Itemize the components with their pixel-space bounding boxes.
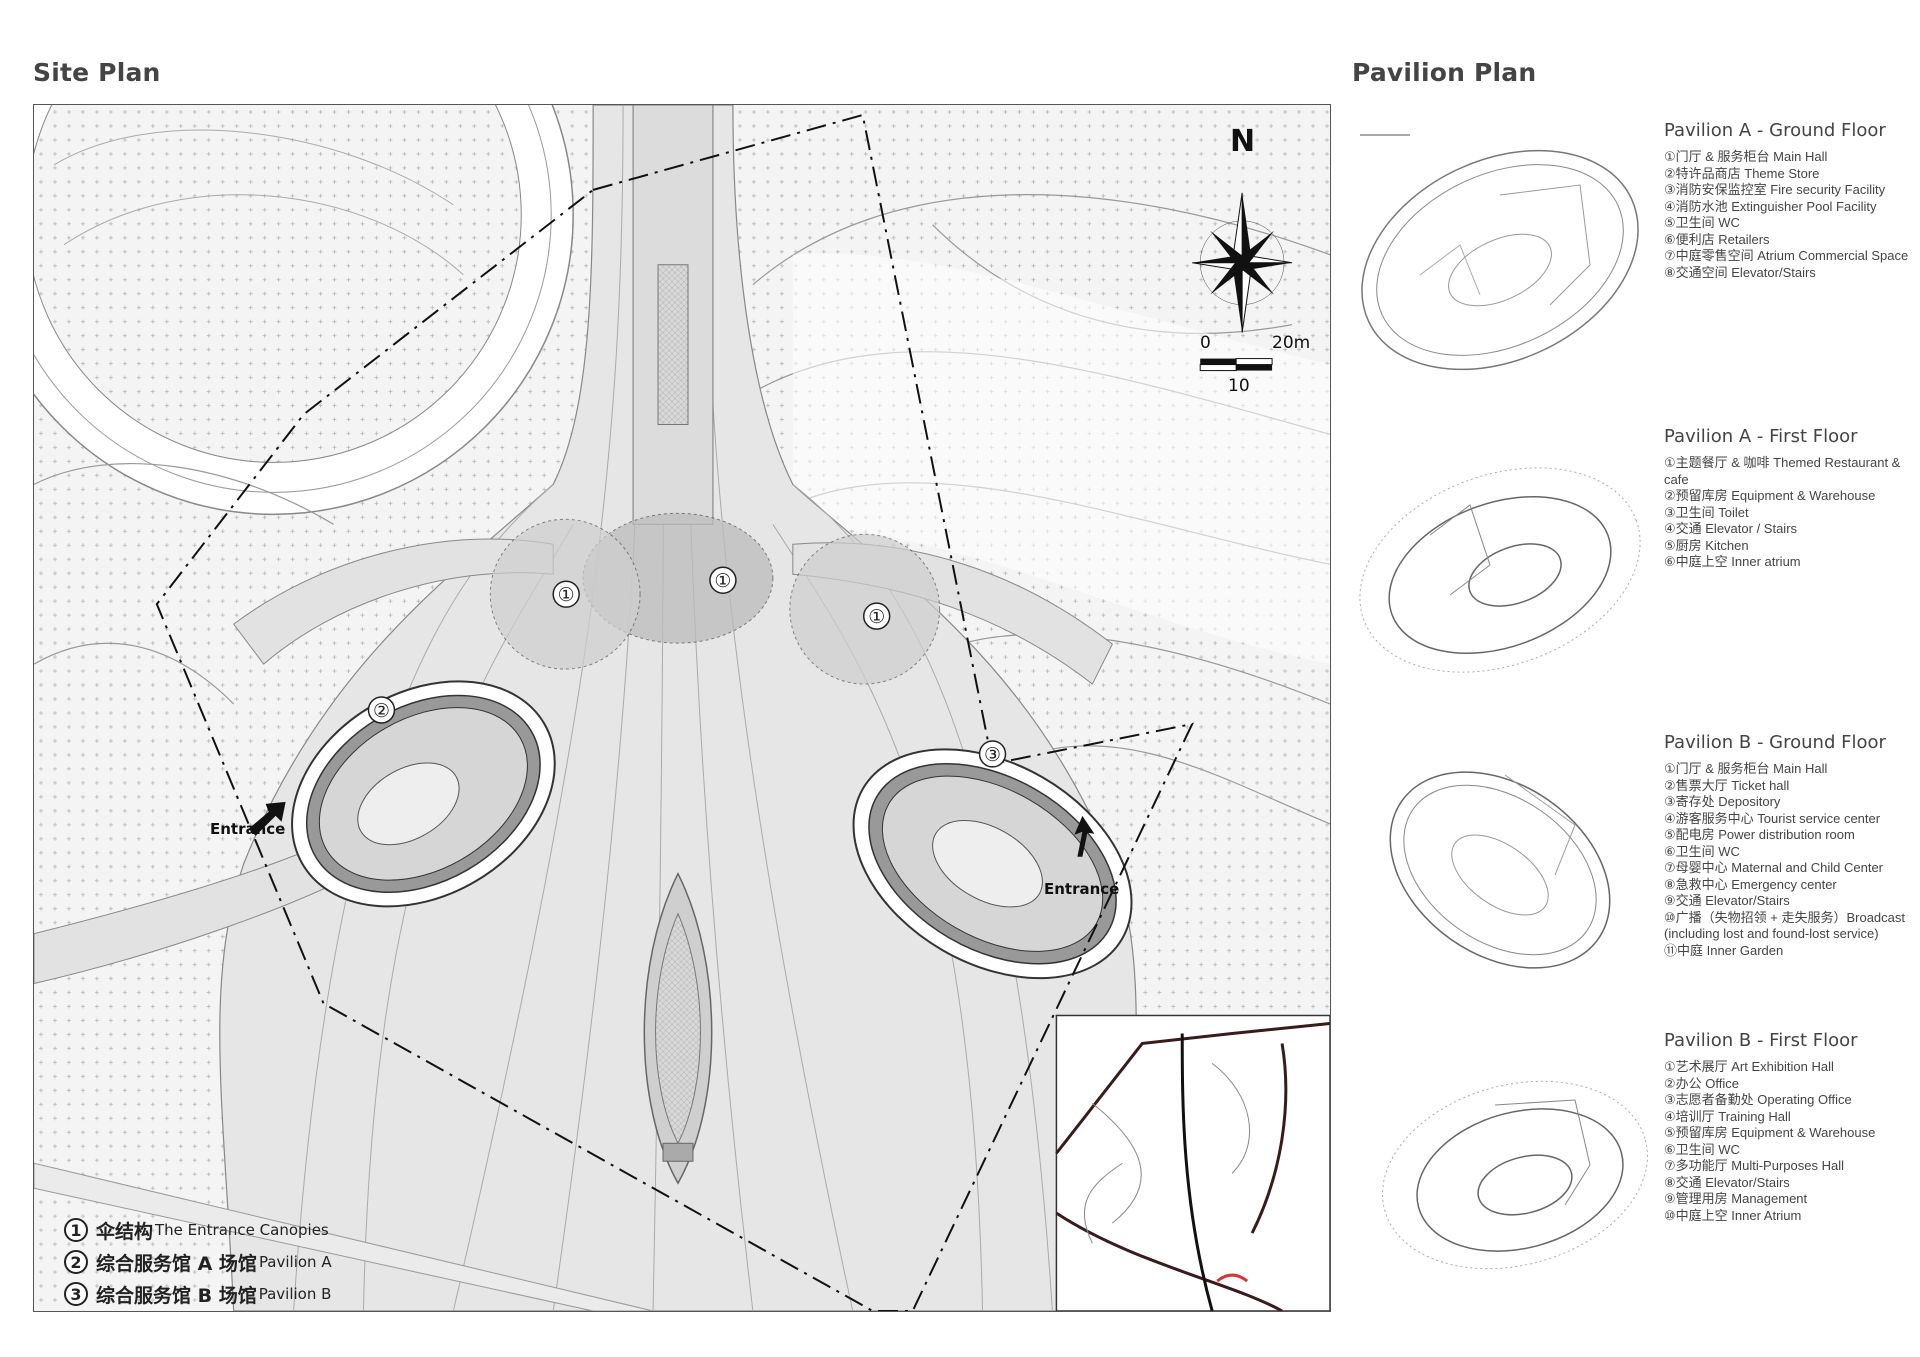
- stadium-circle: [34, 105, 574, 515]
- plan-item: ⑥便利店 Retailers: [1664, 231, 1770, 247]
- plan-item: ②办公 Office: [1664, 1075, 1739, 1091]
- legend-number: 3: [64, 1282, 88, 1306]
- plan-a-ground-drawing: [1360, 134, 1639, 371]
- legend-english: The Entrance Canopies: [155, 1221, 329, 1239]
- legend-chinese: 综合服务馆 A 场馆: [96, 1252, 257, 1275]
- plan-b-ground-drawing: [1389, 771, 1611, 969]
- plan-a-first-legend: Pavilion A - First Floor ①主题餐厅 & 咖啡 Them…: [1664, 426, 1914, 571]
- plan-item: ③志愿者备勤处 Operating Office: [1664, 1092, 1852, 1107]
- entrance-arrow-left-icon: [248, 801, 286, 836]
- pavilion-a-marker: [367, 696, 396, 724]
- canopy-marker-right: [862, 602, 891, 630]
- plan-item: ⑧急救中心 Emergency center: [1664, 876, 1837, 892]
- plan-item: ⑪中庭 Inner Garden: [1664, 942, 1784, 958]
- park-lawn: [792, 253, 1330, 665]
- plan-item: ④培训厅 Training Hall: [1664, 1108, 1791, 1124]
- plan-item: ④交通 Elevator / Stairs: [1664, 521, 1798, 536]
- plan-item: ②特许品商店 Theme Store: [1664, 165, 1820, 181]
- canopy-marker-right-text: ①: [868, 607, 885, 628]
- plan-item: ⑤厨房 Kitchen: [1664, 537, 1749, 553]
- plan-a-ground-legend: Pavilion A - Ground Floor ①门厅 & 服务柜台 Mai…: [1664, 120, 1914, 281]
- plan-item: ⑥中庭上空 Inner atrium: [1664, 554, 1801, 569]
- canopy-marker-left-text: ①: [558, 585, 575, 606]
- plan-item: ⑨管理用房 Management: [1664, 1191, 1808, 1206]
- scale-label-zero: 0: [1200, 333, 1211, 353]
- entrance-canopies: [489, 512, 941, 685]
- scale-bar: [1199, 358, 1273, 372]
- plan-item: ①艺术展厅 Art Exhibition Hall: [1664, 1059, 1834, 1074]
- entrance-arrow-right-icon: [1074, 815, 1095, 857]
- pavilion-b-marker: [978, 740, 1007, 768]
- pavilion-plan-title: Pavilion Plan: [1352, 58, 1537, 87]
- plan-item: ⑩中庭上空 Inner Atrium: [1664, 1207, 1802, 1223]
- plan-item: ③消防安保监控室 Fire security Facility: [1664, 182, 1886, 197]
- plan-item: ⑦多功能厅 Multi-Purposes Hall: [1664, 1158, 1844, 1173]
- legend-number: 1: [64, 1218, 88, 1242]
- pavilion-b: [852, 748, 1133, 980]
- plan-title: Pavilion A - First Floor: [1664, 426, 1858, 447]
- site-boundary: [155, 113, 1194, 1311]
- site-plan-map: ① ① ① ② ③: [33, 104, 1331, 1312]
- legend-row: 1 伞结构 The Entrance Canopies: [64, 1214, 332, 1246]
- elevated-bridge: [632, 105, 714, 525]
- plan-item: ②预留库房 Equipment & Warehouse: [1664, 488, 1876, 503]
- north-label: N: [1230, 124, 1256, 159]
- pavilion-a: [291, 680, 556, 908]
- canopy-marker-left: [552, 580, 580, 608]
- plan-item: ①主题餐厅 & 咖啡 Themed Restaurant & cafe: [1664, 455, 1901, 487]
- plan-b-ground-legend: Pavilion B - Ground Floor ①门厅 & 服务柜台 Mai…: [1664, 732, 1914, 959]
- site-plan-title: Site Plan: [33, 58, 161, 87]
- plan-item: ⑧交通 Elevator/Stairs: [1664, 1174, 1790, 1190]
- scale-label-mid: 10: [1228, 376, 1250, 396]
- plan-item: ④游客服务中心 Tourist service center: [1664, 810, 1881, 826]
- plan-title: Pavilion A - Ground Floor: [1664, 120, 1886, 141]
- canopy-marker-center-text: ①: [714, 571, 731, 592]
- plan-title: Pavilion B - Ground Floor: [1664, 732, 1886, 753]
- entrance-label-right: Entrance: [1044, 880, 1120, 898]
- plan-item: ①门厅 & 服务柜台 Main Hall: [1664, 761, 1828, 776]
- site-legend: 1 伞结构 The Entrance Canopies 2 综合服务馆 A 场馆…: [64, 1214, 332, 1310]
- central-lens-island: [643, 872, 713, 1185]
- site-plan-drawing: ① ① ① ② ③: [34, 105, 1330, 1311]
- plan-item: ⑩广播（失物招领 + 走失服务）Broadcast (including los…: [1664, 909, 1906, 942]
- plan-item: ⑤预留库房 Equipment & Warehouse: [1664, 1125, 1876, 1140]
- plan-a-first-drawing: [1359, 467, 1641, 673]
- plan-item: ⑤卫生间 WC: [1664, 215, 1740, 230]
- plan-item: ⑧交通空间 Elevator/Stairs: [1664, 264, 1816, 280]
- plan-item: ⑥卫生间 WC: [1664, 843, 1740, 859]
- plan-item: ⑤配电房 Power distribution room: [1664, 827, 1855, 842]
- plan-b-first-drawing: [1382, 1080, 1648, 1270]
- pavilion-a-marker-text: ②: [373, 701, 390, 722]
- plan-item: ④消防水池 Extinguisher Pool Facility: [1664, 198, 1877, 214]
- legend-number: 2: [64, 1250, 88, 1274]
- plan-item: ⑦中庭零售空间 Atrium Commercial Space: [1664, 248, 1909, 263]
- pavilion-b-marker-text: ③: [984, 745, 1001, 766]
- inset-location-map: [1055, 1014, 1330, 1311]
- legend-chinese: 综合服务馆 B 场馆: [96, 1284, 257, 1307]
- bottom-road: [34, 1162, 654, 1311]
- plan-item: ①门厅 & 服务柜台 Main Hall: [1664, 149, 1828, 164]
- scale-label-max: 20m: [1272, 333, 1311, 353]
- legend-chinese: 伞结构: [96, 1220, 154, 1243]
- plan-item: ⑥卫生间 WC: [1664, 1141, 1740, 1157]
- legend-row: 3 综合服务馆 B 场馆 Pavilion B: [64, 1278, 332, 1310]
- entrance-label-left: Entrance: [210, 820, 286, 838]
- canopy-marker-center: [709, 566, 737, 594]
- plan-item: ②售票大厅 Ticket hall: [1664, 777, 1790, 793]
- plan-title: Pavilion B - First Floor: [1664, 1030, 1858, 1051]
- plan-b-first-legend: Pavilion B - First Floor ①艺术展厅 Art Exhib…: [1664, 1030, 1914, 1224]
- plan-item: ③寄存处 Depository: [1664, 794, 1781, 809]
- plan-item: ⑦母婴中心 Maternal and Child Center: [1664, 860, 1884, 875]
- legend-row: 2 综合服务馆 A 场馆 Pavilion A: [64, 1246, 332, 1278]
- legend-english: Pavilion A: [258, 1253, 332, 1271]
- plan-item: ③卫生间 Toilet: [1664, 504, 1749, 520]
- plan-item: ⑨交通 Elevator/Stairs: [1664, 893, 1790, 908]
- legend-english: Pavilion B: [258, 1285, 332, 1303]
